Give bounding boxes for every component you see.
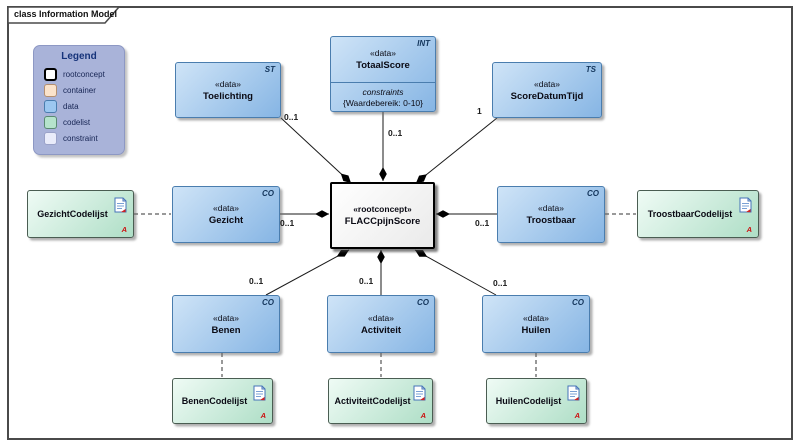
multiplicity-label: 0..1: [388, 128, 403, 138]
name-compartment: «data» TotaalScore: [331, 37, 435, 83]
node-stereotype: «rootconcept»: [353, 204, 412, 214]
legend[interactable]: Legend rootconcept container data codeli…: [33, 45, 125, 155]
node-benen[interactable]: CO «data» Benen: [172, 295, 280, 353]
document-icon: [114, 197, 127, 218]
node-activiteitcodelijst[interactable]: ActiviteitCodelijst A: [328, 378, 433, 424]
legend-item-constraint: constraint: [34, 130, 124, 146]
node-gezichtcodelijst[interactable]: GezichtCodelijst A: [27, 190, 134, 238]
node-name: FLACCpijnScore: [344, 216, 421, 227]
node-stereotype: «data»: [213, 203, 239, 213]
document-icon: [253, 385, 266, 406]
letter-a-mark: A: [574, 411, 580, 420]
multiplicity-label: 0..1: [284, 112, 299, 122]
legend-item-container: container: [34, 82, 124, 98]
node-name: BenenCodelijst: [181, 396, 248, 406]
node-troostbaarcodelijst[interactable]: TroostbaarCodelijst A: [637, 190, 759, 238]
constraint-swatch: [44, 131, 57, 145]
legend-title: Legend: [61, 51, 97, 62]
letter-a-mark: A: [260, 411, 266, 420]
letter-a-mark: A: [746, 225, 752, 234]
node-scoredatumtijd[interactable]: TS «data» ScoreDatumTijd: [492, 62, 602, 118]
legend-item-rootconcept: rootconcept: [34, 66, 124, 82]
legend-item-codelist: codelist: [34, 114, 124, 130]
datatype-tag: ST: [264, 65, 275, 74]
letter-a-mark: A: [121, 225, 127, 234]
multiplicity-label: 0..1: [280, 218, 295, 228]
node-name: Troostbaar: [526, 215, 576, 226]
constraints-compartment: constraints {Waardebereik: 0-10}: [331, 83, 435, 111]
node-name: Activiteit: [360, 324, 402, 336]
document-icon: [739, 197, 752, 218]
node-benencodelijst[interactable]: BenenCodelijst A: [172, 378, 273, 424]
node-name: Huilen: [521, 324, 551, 336]
node-name: GezichtCodelijst: [37, 209, 108, 219]
document-icon: [413, 385, 426, 406]
datatype-tag: TS: [585, 65, 596, 74]
multiplicity-label: 0..1: [359, 276, 374, 286]
datatype-tag: CO: [572, 298, 584, 307]
composition-huilen[interactable]: [414, 249, 497, 296]
node-flaccpijnscore[interactable]: «rootconcept» FLACCpijnScore: [330, 182, 435, 249]
datatype-tag: INT: [417, 39, 430, 48]
node-stereotype: «data»: [368, 312, 394, 323]
node-stereotype: «data»: [538, 203, 564, 213]
node-gezicht[interactable]: CO «data» Gezicht: [172, 186, 280, 243]
multiplicity-label: 0..1: [249, 276, 264, 286]
node-name: TroostbaarCodelijst: [647, 209, 733, 219]
composition-scoredatumtijd[interactable]: [415, 117, 498, 184]
composition-toelichting[interactable]: [280, 117, 352, 184]
datatype-tag: CO: [587, 189, 599, 198]
node-stereotype: «data»: [523, 312, 549, 323]
node-name: Benen: [211, 324, 241, 336]
node-stereotype: «data»: [370, 48, 396, 58]
document-icon: [567, 385, 580, 406]
datatype-tag: CO: [262, 298, 274, 307]
composition-benen[interactable]: [265, 249, 350, 296]
node-totaalscore[interactable]: INT «data» TotaalScore constraints {Waar…: [330, 36, 436, 112]
constraint-value: {Waardebereik: 0-10}: [342, 97, 423, 108]
node-stereotype: «data»: [534, 78, 560, 89]
constraints-label: constraints: [362, 86, 404, 97]
node-name: TotaalScore: [356, 60, 410, 71]
codelist-swatch: [44, 115, 57, 129]
frame-tab-shape: [7, 6, 121, 24]
legend-item-data: data: [34, 98, 124, 114]
node-huilencodelijst[interactable]: HuilenCodelijst A: [486, 378, 587, 424]
node-name: Toelichting: [203, 90, 253, 102]
rootconcept-swatch: [44, 67, 57, 81]
node-toelichting[interactable]: ST «data» Toelichting: [175, 62, 281, 118]
letter-a-mark: A: [420, 411, 426, 420]
datatype-tag: CO: [417, 298, 429, 307]
node-name: ScoreDatumTijd: [510, 90, 584, 102]
node-stereotype: «data»: [213, 312, 239, 323]
data-swatch: [44, 99, 57, 113]
node-stereotype: «data»: [215, 78, 241, 89]
multiplicity-label: 1: [477, 106, 482, 116]
multiplicity-label: 0..1: [475, 218, 490, 228]
node-huilen[interactable]: CO «data» Huilen: [482, 295, 590, 353]
frame-tab-label: class Information Model: [14, 9, 118, 19]
datatype-tag: CO: [262, 189, 274, 198]
node-troostbaar[interactable]: CO «data» Troostbaar: [497, 186, 605, 243]
node-name: HuilenCodelijst: [495, 396, 562, 406]
node-name: Gezicht: [208, 215, 244, 226]
node-name: ActiviteitCodelijst: [334, 396, 411, 406]
node-activiteit[interactable]: CO «data» Activiteit: [327, 295, 435, 353]
multiplicity-label: 0..1: [493, 278, 508, 288]
container-swatch: [44, 83, 57, 97]
